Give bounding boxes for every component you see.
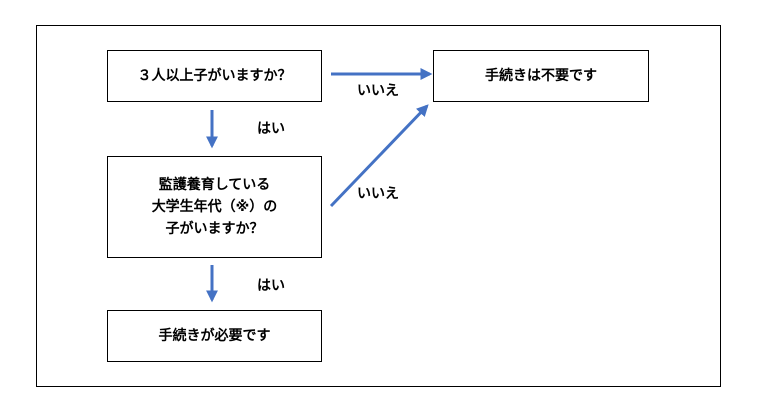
arrow-q2-to-not-required — [329, 104, 429, 208]
result-required-text: 手続きが必要です — [158, 328, 271, 344]
diagram-frame — [36, 25, 721, 387]
question-box-children-count: ３人以上子がいますか？ — [107, 50, 322, 102]
result-not-required-text: 手続きは不要です — [485, 68, 597, 84]
question-university-line-2: 大学生年代（※）の — [151, 199, 278, 215]
question-university-line-3: 子がいますか？ — [165, 221, 264, 237]
question-university-line-1: 監護養育している — [158, 177, 271, 193]
yes-label-2: はい — [257, 278, 285, 294]
no-label-2: いいえ — [357, 186, 399, 202]
no-label-1: いいえ — [357, 83, 399, 99]
question-children-count-text: ３人以上子がいますか？ — [137, 68, 292, 84]
result-box-not-required: 手続きは不要です — [433, 50, 649, 102]
result-box-required: 手続きが必要です — [107, 310, 322, 362]
yes-label-1: はい — [257, 121, 285, 137]
question-box-university-child: 監護養育している 大学生年代（※）の 子がいますか？ — [107, 156, 322, 258]
